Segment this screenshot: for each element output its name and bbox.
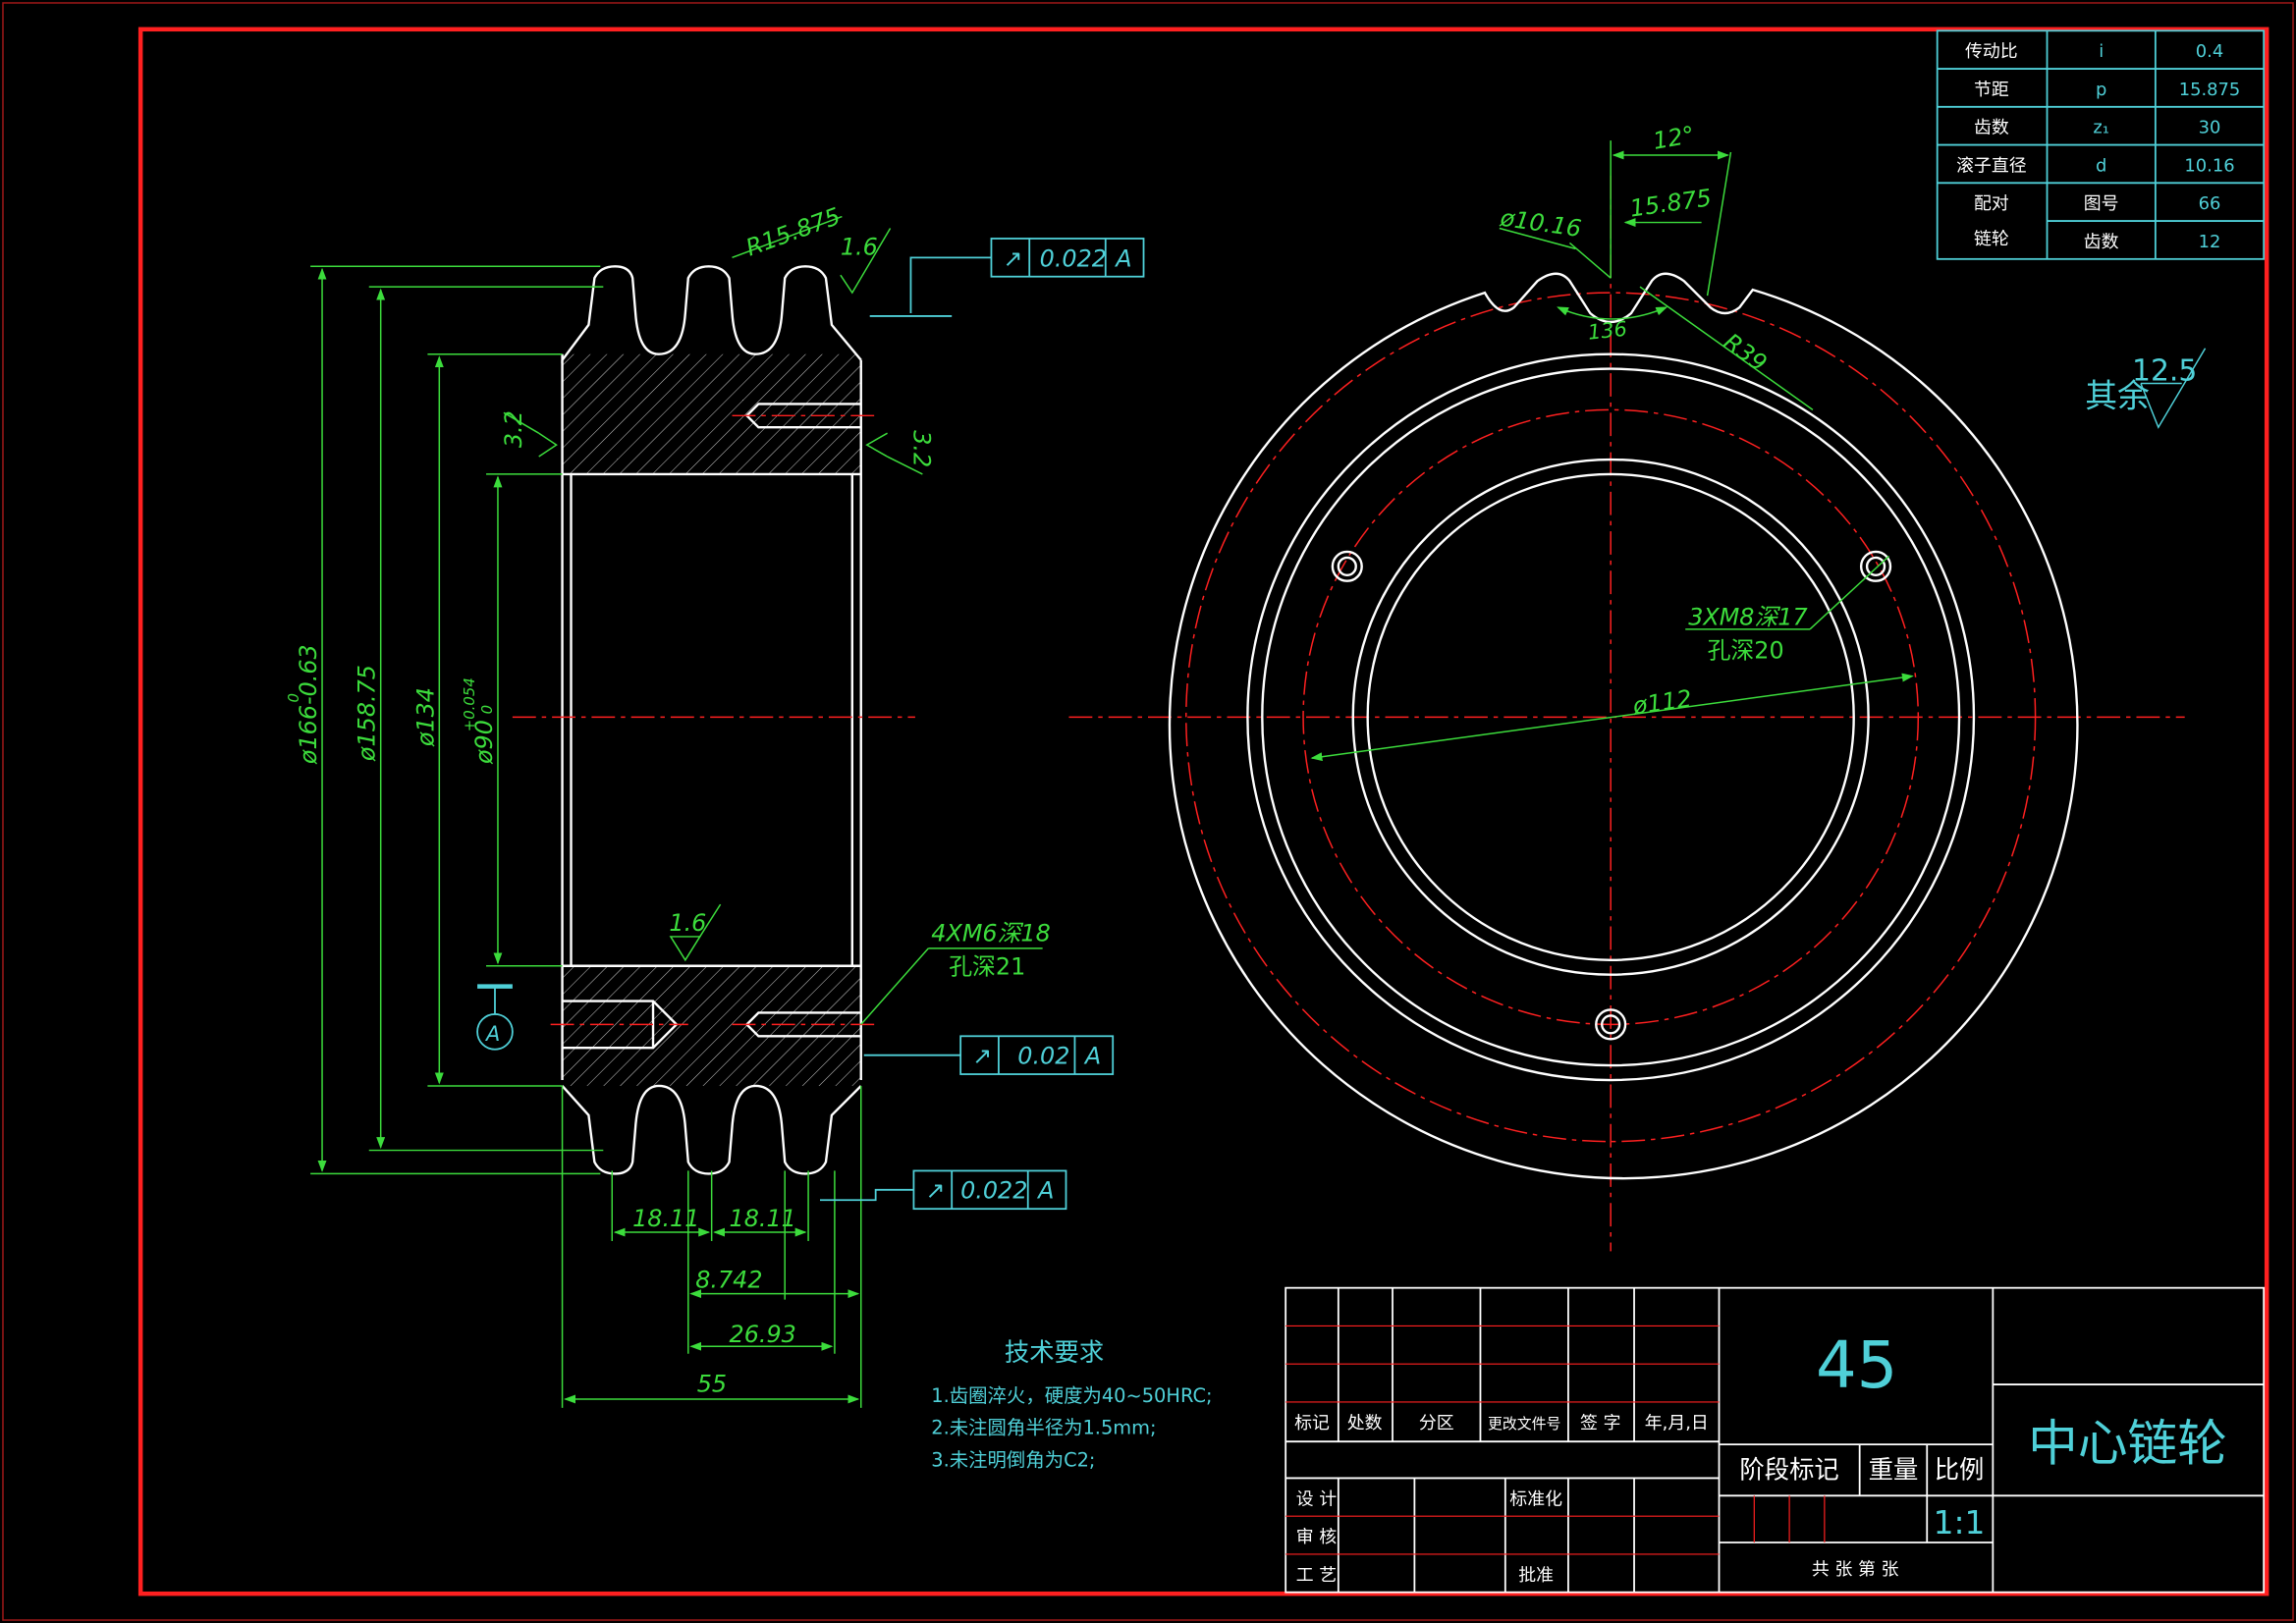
param-value-2: 30 bbox=[2199, 118, 2221, 138]
datum-a-label: A bbox=[484, 1022, 500, 1046]
roughness-right-value: 3.2 bbox=[907, 430, 935, 467]
sheets-label: 共 张 第 张 bbox=[1812, 1559, 1899, 1580]
param-symbol-0: i bbox=[2099, 41, 2104, 62]
title-block-red-rules bbox=[1285, 1325, 1826, 1555]
hatch-bottom-rim bbox=[562, 965, 861, 1086]
tolerance-frames bbox=[476, 238, 1145, 1211]
dim-d-bore-tol-upper: +0.054 bbox=[461, 677, 478, 731]
param-symbol-2: z₁ bbox=[2093, 118, 2109, 138]
material-value: 45 bbox=[1816, 1328, 1897, 1403]
approve-label: 批准 bbox=[1518, 1565, 1554, 1586]
param-name-0: 传动比 bbox=[1965, 41, 2018, 62]
roughness-rest: 其余 12.5 bbox=[2085, 348, 2207, 429]
dim-d-hub: ø134 bbox=[411, 687, 439, 747]
rev-header-4: 签 字 bbox=[1580, 1413, 1620, 1434]
roughness-symbols bbox=[503, 228, 923, 962]
section-view bbox=[512, 265, 915, 1175]
role-review: 审 核 bbox=[1296, 1527, 1338, 1547]
section-dimensions bbox=[310, 215, 1043, 1408]
param-name-3: 滚子直径 bbox=[1956, 155, 2027, 176]
hole-note-m6-line1: 4XM6深18 bbox=[931, 919, 1050, 947]
param-value-5: 12 bbox=[2199, 232, 2221, 252]
dim-d-bore-tol-lower: 0 bbox=[478, 705, 496, 714]
tol-bottom-datum: A bbox=[1036, 1177, 1054, 1205]
dim-r39: R39 bbox=[1719, 328, 1772, 377]
scale-value: 1:1 bbox=[1934, 1504, 1986, 1542]
dim-angle-12: 12° bbox=[1651, 121, 1696, 155]
param-name-1: 节距 bbox=[1974, 80, 2009, 100]
rev-header-0: 标记 bbox=[1294, 1413, 1330, 1434]
weight-label: 重量 bbox=[1869, 1454, 1919, 1484]
param-name-5: 链轮 bbox=[1974, 229, 2009, 249]
dim-8742: 8.742 bbox=[695, 1267, 762, 1294]
tol-bottom-symbol: ↗ bbox=[925, 1177, 945, 1205]
param-name-4: 配对 bbox=[1974, 193, 2009, 214]
role-design: 设 计 bbox=[1296, 1488, 1338, 1509]
tech-req-item-1: 1.齿圈淬火，硬度为40~50HRC; bbox=[931, 1384, 1212, 1407]
tol-mid-value: 0.02 bbox=[1017, 1043, 1069, 1070]
tech-req-title: 技术要求 bbox=[1005, 1337, 1104, 1367]
rev-header-3: 更改文件号 bbox=[1488, 1415, 1560, 1433]
tol-top-value: 0.022 bbox=[1040, 244, 1107, 272]
param-name-2: 齿数 bbox=[1974, 118, 2009, 138]
tol-top-symbol: ↗ bbox=[1003, 244, 1022, 272]
rev-header-2: 分区 bbox=[1419, 1413, 1454, 1434]
hole-note-m6-line2: 孔深21 bbox=[949, 953, 1025, 981]
standardization-label: 标准化 bbox=[1509, 1488, 1562, 1509]
param-value-3: 10.16 bbox=[2184, 155, 2234, 176]
tol-bottom-value: 0.022 bbox=[960, 1177, 1027, 1205]
front-outer-profile bbox=[1168, 272, 2079, 1180]
drawing-frame bbox=[137, 27, 2269, 1596]
param-symbol-5: 齿数 bbox=[2084, 232, 2119, 252]
dim-pitch-right: 18.11 bbox=[730, 1205, 796, 1232]
role-process: 工 艺 bbox=[1296, 1565, 1337, 1586]
front-dimensions bbox=[1310, 140, 1914, 762]
stage-label: 阶段标记 bbox=[1739, 1454, 1838, 1484]
top-teeth-outline bbox=[561, 265, 862, 364]
param-value-0: 0.4 bbox=[2196, 41, 2223, 62]
dim-d-outer: ø166-0.63 bbox=[295, 644, 322, 765]
rev-header-1: 处数 bbox=[1347, 1413, 1383, 1434]
parameter-table bbox=[1936, 29, 2266, 260]
part-name: 中心链轮 bbox=[2028, 1415, 2227, 1473]
title-block bbox=[1285, 1286, 2266, 1594]
roughness-rest-value: 12.5 bbox=[2132, 354, 2197, 389]
dim-d-bore: ø90 bbox=[470, 720, 498, 765]
roughness-rest-label: 其余 bbox=[2085, 377, 2150, 414]
dim-55: 55 bbox=[697, 1370, 727, 1397]
tech-requirements: 技术要求 1.齿圈淬火，硬度为40~50HRC; 2.未注圆角半径为1.5mm;… bbox=[931, 1337, 1212, 1471]
dim-pitch-15875: 15.875 bbox=[1628, 184, 1714, 222]
dim-roller-d: ø10.16 bbox=[1498, 204, 1583, 243]
hatch-top-rim bbox=[562, 353, 861, 474]
param-value-4: 66 bbox=[2199, 193, 2221, 214]
dim-r15875: R15.875 bbox=[742, 202, 845, 262]
front-hole-note-line1: 3XM8深17 bbox=[1688, 603, 1807, 630]
tol-mid-datum: A bbox=[1083, 1043, 1101, 1070]
tol-mid-symbol: ↗ bbox=[972, 1043, 992, 1070]
param-symbol-4: 图号 bbox=[2084, 193, 2119, 214]
dim-bolt-circle: ø112 bbox=[1630, 684, 1693, 720]
param-value-1: 15.875 bbox=[2179, 80, 2241, 100]
dim-pitch-left: 18.11 bbox=[632, 1205, 699, 1232]
roughness-top-value: 1.6 bbox=[841, 233, 878, 260]
tol-top-datum: A bbox=[1114, 244, 1131, 272]
dim-d-outer-tol: 0 bbox=[285, 693, 302, 702]
front-hole-note-line2: 孔深20 bbox=[1708, 637, 1784, 665]
param-symbol-3: d bbox=[2096, 155, 2106, 176]
dim-d-pitch: ø158.75 bbox=[354, 665, 381, 762]
roughness-left-value: 3.2 bbox=[500, 410, 527, 448]
param-symbol-1: p bbox=[2096, 80, 2106, 100]
dim-2693: 26.93 bbox=[730, 1321, 796, 1348]
scale-label: 比例 bbox=[1935, 1454, 1985, 1484]
bottom-teeth-outline bbox=[561, 1084, 862, 1175]
roughness-bore-value: 1.6 bbox=[669, 909, 706, 937]
tech-req-item-2: 2.未注圆角半径为1.5mm; bbox=[931, 1417, 1156, 1439]
rev-header-5: 年,月,日 bbox=[1645, 1413, 1709, 1434]
tech-req-item-3: 3.未注明倒角为C2; bbox=[931, 1449, 1095, 1472]
dim-angle-136: 136 bbox=[1587, 317, 1628, 345]
